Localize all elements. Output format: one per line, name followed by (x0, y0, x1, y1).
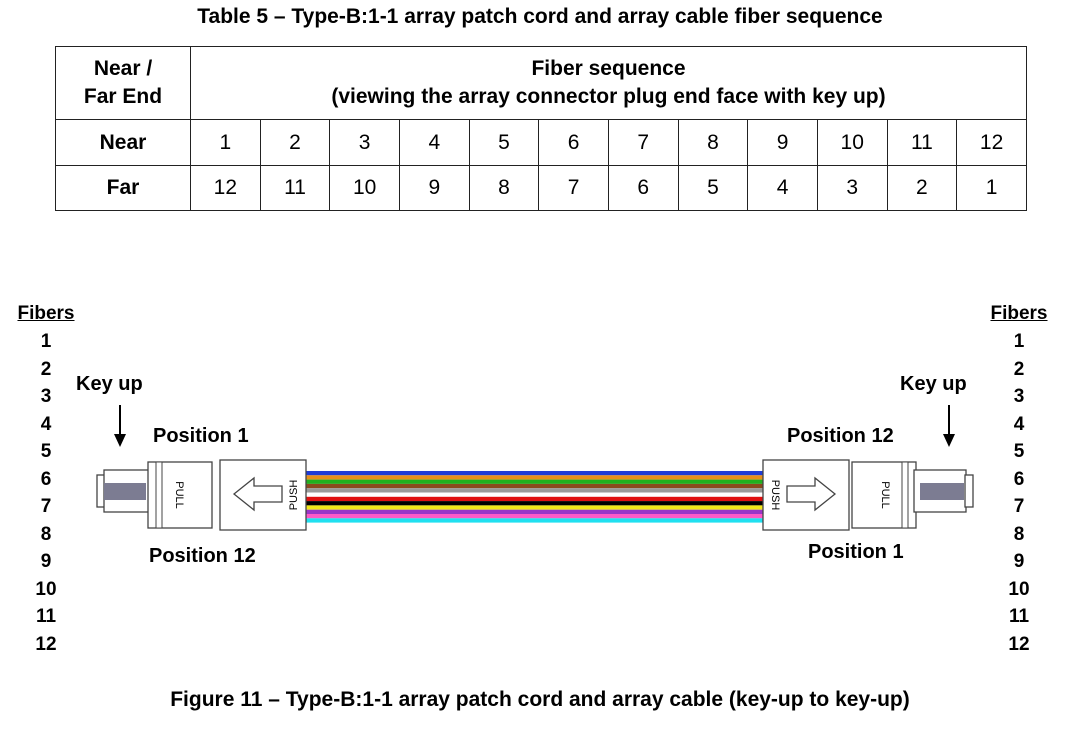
left-fiber-number: 7 (40, 496, 52, 517)
fiber-line (304, 488, 766, 493)
table-cell: 12 (956, 119, 1027, 166)
row-label-near: Near (55, 119, 191, 166)
left-fiber-number: 1 (40, 331, 52, 352)
table-cell: 1 (956, 165, 1027, 211)
right-top-position-label: Position 12 (787, 425, 894, 447)
left-push-arrow-icon (232, 476, 283, 512)
table-cell: 5 (468, 119, 540, 166)
left-fiber-number: 6 (40, 468, 52, 490)
right-fiber-number: 1 (1013, 331, 1025, 352)
right-key-up-arrow (943, 405, 955, 447)
right-push-arrow-icon (786, 476, 837, 512)
table-cell: 6 (607, 165, 679, 211)
left-fiber-number: 3 (40, 386, 52, 407)
table-cell: 8 (677, 119, 749, 166)
right-connector: PUSH PULL (762, 459, 974, 531)
table-cell: 3 (329, 119, 400, 166)
left-fiber-number: 12 (35, 633, 57, 655)
left-top-position-label: Position 1 (153, 425, 249, 447)
fiber-line (304, 505, 766, 510)
left-key-up-label: Key up (76, 373, 143, 395)
corner-header-line2: Far End (83, 85, 163, 108)
right-bottom-position-label: Position 1 (808, 541, 904, 563)
left-fiber-number: 4 (40, 413, 52, 435)
table-cell: 5 (677, 165, 749, 211)
corner-header-line1: Near / (93, 57, 153, 80)
right-push-label: PUSH (769, 480, 781, 511)
fiber-sequence-header-line2: (viewing the array connector plug end fa… (331, 85, 886, 108)
fiber-line (304, 518, 766, 523)
left-connector: PULL PUSH (96, 459, 307, 531)
table-cell: 4 (747, 165, 818, 211)
table-cell: 8 (468, 165, 540, 211)
table-cell: 2 (886, 165, 958, 211)
table-cell: 7 (538, 165, 609, 211)
left-fiber-number: 2 (40, 358, 52, 380)
table-cell: 7 (607, 119, 679, 166)
left-fiber-number: 10 (35, 578, 57, 600)
right-fiber-number: 8 (1013, 523, 1025, 545)
left-ferrule-fiber (104, 483, 146, 500)
right-key-up-label: Key up (900, 373, 967, 395)
table-cell: 10 (329, 165, 400, 211)
left-push-label: PUSH (288, 480, 300, 511)
corner-header: Near / Far End (55, 46, 191, 120)
fiber-sequence-table: Near / Far End Fiber sequence (viewing t… (55, 46, 1027, 211)
left-pull-latch (155, 461, 163, 529)
right-ferrule-fiber (920, 483, 964, 500)
table-cell: 3 (816, 165, 888, 211)
fiber-line (304, 496, 766, 502)
right-fibers-heading: Fibers (990, 303, 1048, 324)
right-fiber-number: 10 (1008, 578, 1030, 600)
left-bottom-position-label: Position 12 (149, 545, 256, 567)
right-fiber-number: 3 (1013, 386, 1025, 407)
fiber-sequence-header-line1: Fiber sequence (531, 57, 686, 80)
table-cell: 10 (816, 119, 888, 166)
left-key-up-arrow (114, 405, 126, 447)
left-fibers-heading: Fibers (17, 303, 75, 324)
fiber-line (304, 509, 766, 514)
right-fiber-number: 11 (1008, 606, 1030, 627)
right-fiber-number: 6 (1013, 468, 1025, 490)
left-fiber-number: 11 (35, 606, 57, 627)
fiber-ribbon (304, 471, 766, 523)
table-cell: 11 (259, 165, 331, 211)
right-pull-latch (901, 461, 909, 529)
fiber-line (304, 479, 766, 484)
right-fiber-number: 7 (1013, 496, 1025, 517)
fiber-line (304, 514, 766, 519)
table-cell: 1 (190, 119, 261, 166)
table-cell: 11 (886, 119, 958, 166)
left-pull-label: PULL (173, 481, 185, 509)
fiber-line (304, 483, 766, 489)
fiber-line (304, 492, 766, 497)
right-pull-label: PULL (879, 481, 891, 509)
table-cell: 9 (398, 165, 470, 211)
row-label-far: Far (55, 165, 191, 211)
right-fiber-number: 2 (1013, 358, 1025, 380)
left-fiber-number: 9 (40, 551, 52, 572)
left-fiber-number: 8 (40, 523, 52, 545)
table-title: Table 5 – Type-B:1-1 array patch cord an… (197, 5, 883, 28)
right-fiber-number: 4 (1013, 413, 1025, 435)
right-fiber-number: 12 (1008, 633, 1030, 655)
left-fiber-number: 5 (40, 441, 52, 462)
fiber-line (304, 475, 766, 480)
figure-caption: Figure 11 – Type-B:1-1 array patch cord … (170, 688, 910, 711)
fiber-line (304, 471, 766, 476)
right-fiber-number: 9 (1013, 551, 1025, 572)
fiber-line (304, 501, 766, 506)
table-cell: 12 (190, 165, 261, 211)
right-fiber-number: 5 (1013, 441, 1025, 462)
table-cell: 2 (259, 119, 331, 166)
right-ferrule-tip (964, 474, 974, 508)
